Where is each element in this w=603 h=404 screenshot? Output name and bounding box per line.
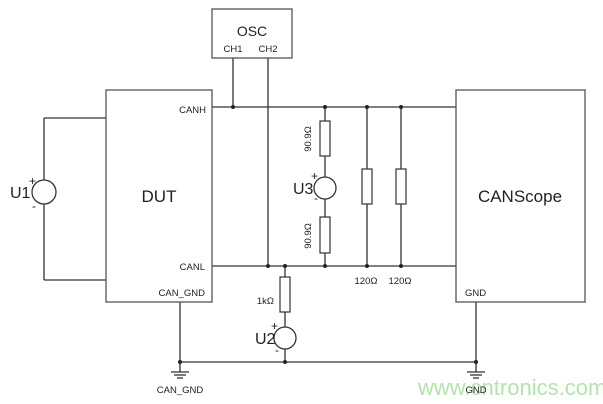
- canscope-box: [455, 89, 586, 303]
- dut-canl-label: CANL: [180, 262, 205, 273]
- u1-minus: -: [32, 199, 36, 213]
- dut-canh-label: CANH: [179, 105, 206, 116]
- canscope-block: CANScope GND: [455, 89, 586, 303]
- u2-branch: 1kΩ U2 + -: [255, 276, 297, 357]
- u1-source: U1 + -: [10, 174, 57, 213]
- canscope-gnd-label: GND: [465, 288, 486, 299]
- ground-can-gnd: CAN_GND: [157, 371, 204, 396]
- junction: [283, 360, 287, 364]
- junction: [231, 105, 235, 109]
- junction: [323, 105, 327, 109]
- watermark: www.cntronics.com: [417, 375, 603, 400]
- ground-gnd: GND: [465, 371, 487, 396]
- junction: [474, 360, 478, 364]
- u1-plus: +: [29, 174, 36, 188]
- u3-minus: -: [314, 191, 318, 205]
- osc-label: OSC: [237, 23, 267, 39]
- u3-branch: 90.9Ω 90.9Ω U3 + -: [293, 120, 337, 254]
- junction: [266, 264, 270, 268]
- dut-box: [105, 89, 213, 303]
- resistor-120-1: [361, 168, 373, 205]
- osc-ch1-label: CH1: [223, 44, 242, 55]
- junction: [283, 264, 287, 268]
- dut-can-gnd-label: CAN_GND: [159, 288, 206, 299]
- ground-can-gnd-label: CAN_GND: [157, 385, 204, 396]
- resistor-90-9-top: [319, 120, 331, 157]
- u2-minus: -: [275, 343, 279, 357]
- terminations: 120Ω 120Ω: [355, 168, 412, 287]
- osc-box: [211, 8, 293, 59]
- resistor-120-2: [395, 168, 407, 205]
- junction: [399, 264, 403, 268]
- dut-label: DUT: [142, 187, 177, 206]
- canscope-label: CANScope: [478, 187, 562, 206]
- junction: [323, 264, 327, 268]
- junction: [399, 105, 403, 109]
- osc-block: OSC CH1 CH2: [211, 8, 293, 59]
- osc-ch2-label: CH2: [258, 44, 277, 55]
- r-term1-value: 120Ω: [355, 276, 378, 287]
- r-top-value: 90.9Ω: [303, 126, 314, 152]
- resistor-1k: [279, 276, 291, 313]
- dut-block: DUT CANH CANL CAN_GND: [105, 89, 213, 303]
- u3-source-icon: [313, 176, 337, 200]
- u1-source-icon: [31, 179, 57, 205]
- u2-label: U2: [255, 331, 276, 348]
- junction: [178, 360, 182, 364]
- junctions: [178, 105, 478, 364]
- u3-plus: +: [311, 169, 318, 183]
- u1-label: U1: [10, 185, 31, 202]
- u2-plus: +: [271, 319, 278, 333]
- u2-source-icon: [273, 326, 297, 350]
- r-term2-value: 120Ω: [389, 276, 412, 287]
- ground-gnd-label: GND: [465, 385, 486, 396]
- r-bottom-value: 90.9Ω: [303, 223, 314, 249]
- junction: [365, 264, 369, 268]
- r-u2-value: 1kΩ: [257, 296, 274, 307]
- junction: [365, 105, 369, 109]
- u3-label: U3: [293, 181, 314, 198]
- resistor-90-9-bottom: [319, 216, 331, 254]
